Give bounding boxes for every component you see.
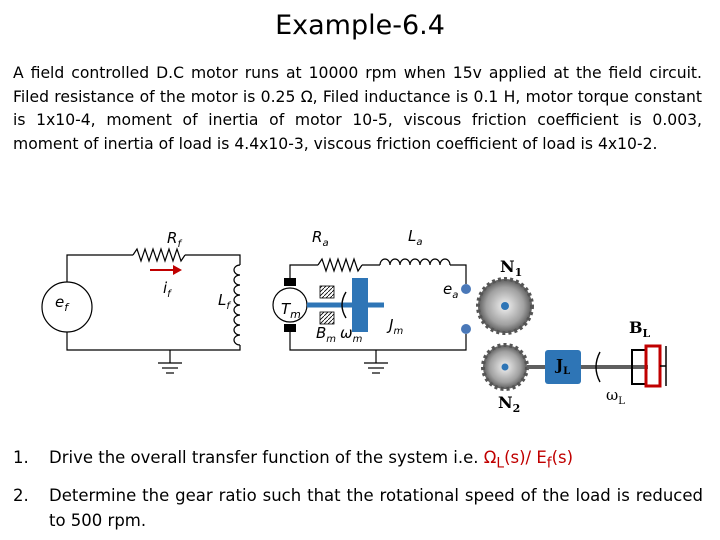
question-2: 2. Determine the gear ratio such that th… (13, 483, 703, 533)
motor-circuit-diagram: Rf Ra La ef if Lf Tm ea Bm ωm Jm N1 N2 B… (41, 227, 667, 415)
field-inductor (233, 264, 241, 346)
wm-label: ωm (340, 324, 363, 345)
field-circuit (41, 247, 241, 363)
bl-label: BL (629, 318, 651, 340)
armature-resistor (317, 257, 363, 273)
question-text: Determine the gear ratio such that the r… (49, 486, 703, 530)
page-title: Example-6.4 (275, 10, 445, 41)
terminal-icon (461, 324, 471, 334)
question-text: Drive the overall transfer function of t… (49, 448, 574, 472)
ea-label: ea (443, 280, 458, 301)
n2-label: N2 (498, 393, 520, 415)
field-source (41, 281, 93, 333)
load-assembly (527, 344, 667, 388)
question-number: 1. (13, 448, 29, 467)
question-number: 2. (13, 486, 29, 505)
question-1: 1. Drive the overall transfer function o… (13, 445, 703, 476)
gear-n2-icon (481, 343, 529, 391)
rf-label: Rf (167, 229, 182, 250)
ra-label: Ra (312, 228, 329, 249)
lf-label: Lf (218, 291, 231, 312)
ground-icon (158, 362, 182, 374)
armature-circuit (289, 257, 467, 363)
wl-label: ωL (606, 386, 625, 407)
bm-label: Bm (316, 324, 336, 345)
motor-body (272, 278, 384, 332)
jm-label: Jm (386, 316, 403, 337)
tm-label: Tm (281, 300, 301, 321)
ef-label: ef (55, 293, 70, 314)
field-resistor (132, 247, 186, 263)
if-label: if (163, 279, 172, 300)
ground-icon (364, 362, 388, 374)
jl-label: JL (554, 356, 570, 377)
problem-statement: A field controlled D.C motor runs at 100… (13, 64, 702, 153)
armature-inductor (379, 258, 451, 266)
current-arrow-icon (150, 265, 182, 275)
la-label: La (408, 227, 423, 248)
n1-label: N1 (500, 257, 522, 279)
gear-n1-icon (476, 277, 534, 335)
terminal-icon (461, 284, 471, 294)
